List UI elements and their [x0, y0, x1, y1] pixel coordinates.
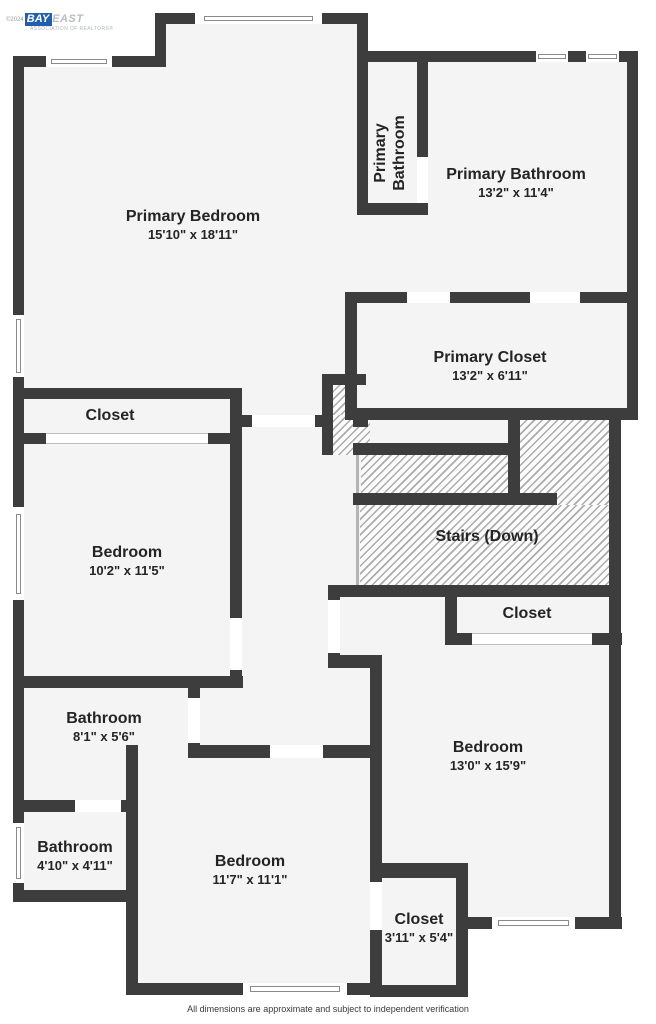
- wall-wedge-top: [322, 374, 366, 385]
- wall-closet-left-bottom: [24, 433, 46, 444]
- wall-bedroom-left-right: [230, 388, 242, 687]
- bayeast-logo: ©2024 BAY EAST ASSOCIATION OF REALTORS®: [6, 13, 113, 32]
- room-label-primary-closet: Primary Closet 13'2" x 6'11": [433, 349, 547, 384]
- disclaimer-text: All dimensions are approximate and subje…: [187, 1004, 469, 1014]
- wall-primary-closet-top: [345, 292, 638, 303]
- window: [13, 507, 24, 600]
- door-opening: [270, 745, 323, 758]
- room-label-primary-bathroom-hall: Primary Bathroom: [371, 115, 408, 191]
- door-opening: [188, 698, 200, 743]
- logo-tagline: ASSOCIATION OF REALTORS®: [30, 26, 114, 32]
- window-glass: [50, 59, 108, 64]
- door-opening: [230, 618, 242, 670]
- wall-stairs-strip-bottom: [353, 443, 520, 455]
- window-glass: [16, 827, 21, 879]
- window-glass: [588, 54, 617, 59]
- wall-exterior-right-upper: [627, 51, 638, 420]
- wall-exterior-left: [13, 56, 24, 902]
- wall-bedroom-bottom-left: [126, 745, 138, 995]
- wall-closet-bottom-right: [456, 863, 468, 997]
- wall-closet-left-top: [13, 388, 242, 399]
- window-glass: [203, 16, 314, 21]
- wall-closet-bottom-top: [370, 863, 468, 878]
- window-glass: [16, 513, 21, 594]
- door-opening: [75, 800, 121, 812]
- door-opening: [252, 415, 315, 427]
- wall-stairs-landing-bottom: [353, 493, 557, 505]
- wall-exterior-top-right: [368, 51, 638, 62]
- window-glass: [497, 920, 570, 926]
- room-label-primary-bathroom: Primary Bathroom 13'2" x 11'4": [446, 166, 586, 201]
- room-label-bedroom-right: Bedroom 13'0" x 15'9": [449, 739, 527, 774]
- room-label-stairs: Stairs (Down): [435, 527, 539, 545]
- room-label-bathroom-hall: Bathroom 8'1" x 5'6": [66, 710, 142, 745]
- wall-wedge-left: [322, 374, 333, 455]
- floor-area: [188, 676, 342, 758]
- door-opening: [417, 157, 428, 203]
- room-label-closet-right: Closet: [502, 604, 552, 622]
- window: [195, 13, 322, 24]
- bayeast-logo-row: ©2024 BAY EAST: [6, 13, 113, 26]
- wall-corridor-left: [357, 13, 368, 215]
- door-opening: [530, 292, 580, 303]
- floor-area: [13, 56, 368, 688]
- wall-closet-left-bottom: [208, 433, 242, 444]
- wall-corridor-bottom: [357, 203, 428, 215]
- stairs-hatch-side: [520, 420, 609, 505]
- door-opening: [370, 882, 382, 930]
- room-label-bathroom-corner: Bathroom 4'10" x 4'11": [37, 839, 113, 874]
- stairs-edge-line: [356, 455, 359, 585]
- window: [13, 823, 24, 883]
- door-opening: [407, 292, 450, 303]
- logo-bay: BAY: [24, 13, 53, 26]
- floor-area: [368, 420, 508, 443]
- wall-closet-right-left: [445, 585, 457, 645]
- wall-closet-bottom-bottom: [370, 985, 468, 997]
- wall-bedroom-right-left-lower: [370, 655, 382, 878]
- floor-area: [370, 863, 468, 997]
- closet-door-opening: [472, 633, 592, 645]
- wall-protrusion-left: [155, 13, 166, 67]
- wall-stairs-bottom: [328, 585, 621, 597]
- window: [586, 51, 619, 62]
- stairs-hatch-landing: [361, 455, 508, 493]
- wall-bathroom-corner-bottom: [13, 890, 138, 902]
- wall-primary-closet-left: [345, 292, 357, 420]
- closet-door-opening: [46, 433, 208, 444]
- wall-corridor-right: [417, 51, 428, 215]
- stairs-hatch-main: [360, 505, 609, 585]
- logo-copyright: ©2024: [6, 16, 24, 23]
- wall-stairs-strip-right: [508, 420, 520, 505]
- wall-exterior-right-lower: [609, 408, 621, 929]
- window: [243, 983, 347, 995]
- wall-wedge-notch: [353, 410, 368, 427]
- floor-area: [368, 51, 638, 420]
- window-glass: [538, 54, 566, 59]
- window: [13, 315, 24, 377]
- window: [46, 56, 112, 67]
- window: [492, 917, 575, 929]
- room-label-closet-bottom: Closet 3'11" x 5'4": [384, 911, 454, 946]
- room-label-bedroom-left: Bedroom 10'2" x 11'5": [89, 544, 165, 579]
- logo-east: EAST: [52, 13, 84, 25]
- room-label-bedroom-bottom: Bedroom 11'7" x 11'1": [212, 853, 288, 888]
- wall-bedroom-left-bottom: [13, 676, 243, 688]
- window-glass: [250, 986, 340, 992]
- door-opening: [328, 600, 340, 653]
- room-label-primary-bedroom: Primary Bedroom 15'10" x 18'11": [125, 208, 261, 243]
- window: [536, 51, 568, 62]
- window-glass: [16, 319, 21, 373]
- wall-bedroom-right-jog: [328, 655, 382, 668]
- room-label-closet-upper-left: Closet: [85, 406, 135, 424]
- wall-primary-closet-bottom: [345, 408, 609, 420]
